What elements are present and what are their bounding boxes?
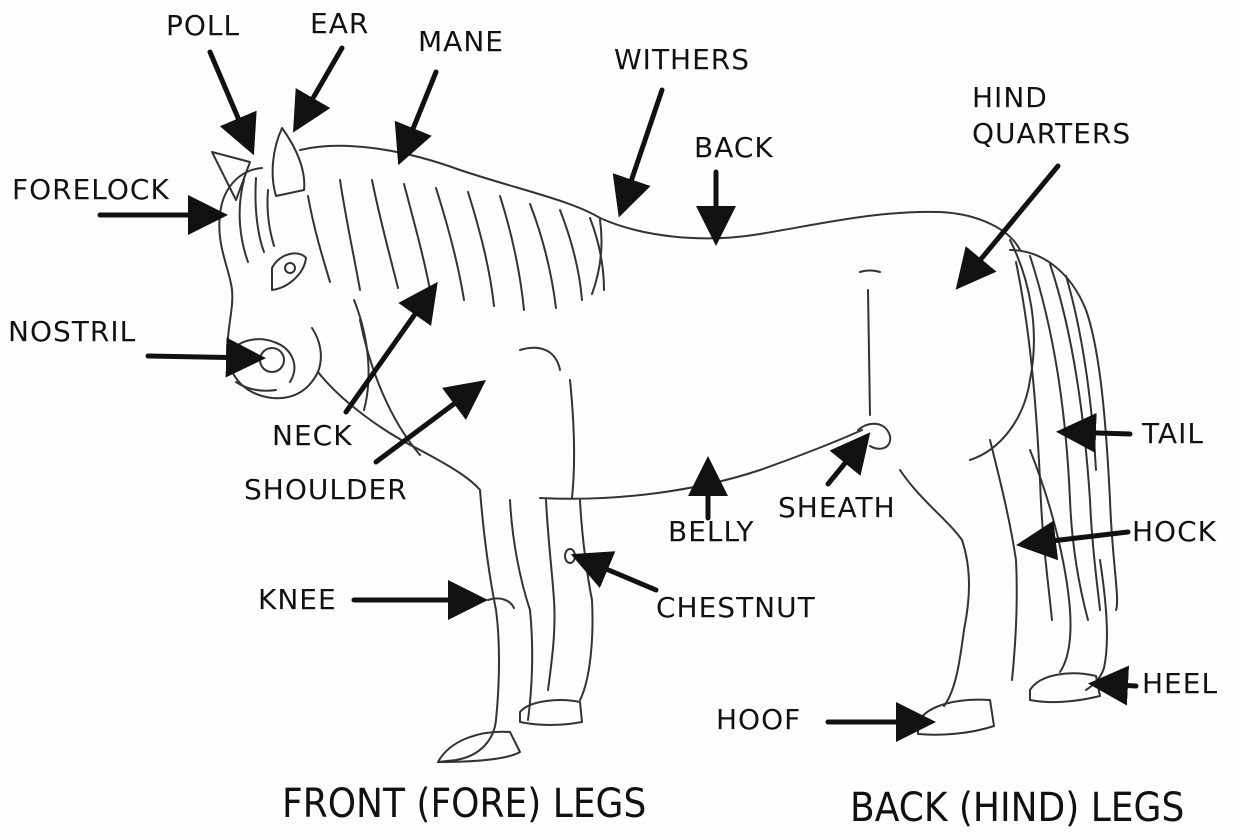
label-hind-quarters-line2: QUARTERS bbox=[972, 120, 1131, 148]
label-hoof: HOOF bbox=[716, 706, 801, 734]
label-hock: HOCK bbox=[1132, 518, 1217, 546]
label-sheath: SHEATH bbox=[778, 494, 896, 522]
tail-outline bbox=[1010, 250, 1117, 610]
arrow-mane bbox=[402, 72, 436, 156]
arrow-heel bbox=[1098, 684, 1136, 686]
label-chestnut: CHESTNUT bbox=[656, 594, 816, 622]
chestnut-shape bbox=[565, 549, 575, 563]
hindquarters bbox=[970, 240, 1034, 460]
mouth bbox=[236, 382, 276, 391]
right-ear bbox=[273, 128, 305, 196]
label-poll: POLL bbox=[166, 12, 240, 40]
label-neck: NECK bbox=[272, 422, 353, 450]
hind-leg-front bbox=[900, 470, 969, 706]
front-leg-back bbox=[546, 500, 555, 690]
belly-line bbox=[540, 430, 862, 499]
head-outline bbox=[219, 168, 321, 398]
label-belly: BELLY bbox=[668, 518, 754, 546]
caption-front-legs: FRONT (FORE) LEGS bbox=[282, 784, 646, 824]
label-ear: EAR bbox=[310, 10, 369, 38]
arrow-shoulder bbox=[376, 386, 478, 462]
label-withers: WITHERS bbox=[614, 46, 750, 74]
label-hind-quarters-line1: HIND bbox=[972, 84, 1048, 112]
arrow-tail bbox=[1066, 432, 1130, 434]
arrow-sheath bbox=[828, 440, 864, 484]
label-shoulder: SHOULDER bbox=[244, 476, 408, 504]
left-ear bbox=[212, 152, 250, 200]
nostril-shape bbox=[260, 348, 284, 372]
back-line bbox=[600, 212, 1020, 250]
label-heel: HEEL bbox=[1142, 670, 1218, 698]
arrow-withers bbox=[622, 90, 662, 208]
arrow-chestnut bbox=[580, 558, 656, 590]
arrow-poll bbox=[210, 52, 250, 146]
hind-leg-back bbox=[1030, 450, 1071, 672]
label-tail: TAIL bbox=[1142, 420, 1204, 448]
label-mane: MANE bbox=[418, 28, 504, 56]
label-nostril: NOSTRIL bbox=[8, 318, 136, 346]
front-leg-front bbox=[438, 490, 499, 762]
eye bbox=[272, 253, 306, 290]
label-knee: KNEE bbox=[258, 586, 337, 614]
arrow-neck bbox=[346, 290, 432, 412]
arrow-ear bbox=[298, 48, 342, 124]
arrow-nostril bbox=[148, 356, 256, 358]
arrow-hind-quarters bbox=[962, 166, 1058, 282]
label-forelock: FORELOCK bbox=[12, 176, 170, 204]
caption-back-legs: BACK (HIND) LEGS bbox=[850, 788, 1184, 828]
muzzle bbox=[232, 339, 294, 382]
label-back: BACK bbox=[694, 134, 774, 162]
